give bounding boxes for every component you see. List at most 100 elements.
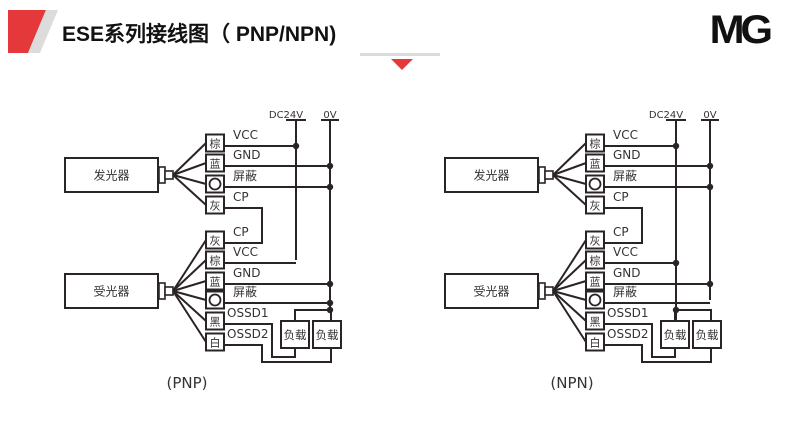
emitter-wire-color-label: 蓝 [210,158,221,171]
cp-link-wire [604,207,643,244]
receiver-signal-label: OSSD2 [607,327,649,341]
load-label-1: 负载 [284,328,307,342]
junction-dot [706,280,714,288]
receiver-wire-color-label: 棕 [590,254,601,268]
receiver-label: 受光器 [93,285,129,299]
junction-dot [326,183,334,191]
emitter-fan-wire [552,162,587,176]
junction-dot [706,183,714,191]
receiver-signal-label: GND [613,266,641,280]
emitter-fan-wire [172,142,207,176]
receiver-signal-label: VCC [613,245,638,259]
emitter-box [444,157,539,193]
receiver-box [64,273,159,309]
receiver-fan-wire [552,239,587,292]
shield-ring-icon [208,293,222,307]
emitter-signal-label: VCC [233,128,258,142]
receiver-wire-color-label: 灰 [590,234,601,248]
ossd2-wire [224,344,332,363]
load-label-1: 负载 [664,328,687,342]
emitter-signal-label: 屏蔽 [613,169,637,183]
emitter-connector-tip [544,170,554,180]
load1-common-wire [294,309,330,321]
receiver-wire-color-label: 灰 [210,234,221,248]
receiver-signal-label: OSSD1 [227,306,269,320]
emitter-fan-wire [172,174,207,206]
title-divider [360,53,440,56]
receiver-box [444,273,539,309]
emitter-wire-box-3 [205,195,225,215]
receiver-connector-body [538,282,546,300]
receiver-wire-color-label: 白 [210,336,221,350]
rail-label-dc24v: DC24V [269,110,303,121]
emitter-label: 发光器 [93,168,129,183]
header-accent [8,10,58,53]
diagram-caption: (PNP) [166,374,207,392]
junction-dot [672,142,680,150]
receiver-wire-color-label: 白 [590,336,601,350]
emitter-wire-color-label: 棕 [210,137,221,151]
emitter-connector-tip [164,170,174,180]
receiver-wire-color-label: 蓝 [210,276,221,289]
load-box-2 [312,320,342,349]
emitter-box [64,157,159,193]
diagram-caption: (NPN) [550,374,593,392]
receiver-wire-box-5 [585,332,605,352]
receiver-wire-box-2 [585,271,605,291]
emitter-wire-box-1 [205,153,225,173]
receiver-fan-wire [172,259,207,292]
receiver-signal-label: CP [613,225,629,239]
emitter-fan-wire [552,142,587,176]
brand-logo: MG [709,8,773,52]
junction-dot [672,259,680,267]
emitter-wire-box-0 [205,133,225,153]
emitter-connector-body [538,166,546,184]
load-box-1 [280,320,310,349]
emitter-wire-color-label: 灰 [210,199,221,213]
receiver-fan-wire [172,290,207,322]
receiver-fan-wire [172,280,207,292]
emitter-fan-wire [552,174,587,206]
load-box-2 [692,320,722,349]
receiver-fan-wire [172,290,207,301]
receiver-signal-label: 屏蔽 [613,285,637,299]
emitter-wire-color-label: 棕 [590,137,601,151]
junction-dot [326,299,334,307]
receiver-wire-box-1 [585,250,605,270]
junction-dot [326,280,334,288]
receiver-wire-color-label: 黑 [210,316,221,329]
receiver-signal-label: OSSD2 [227,327,269,341]
emitter-label: 发光器 [473,168,509,183]
receiver-signal-label: CP [233,225,249,239]
emitter-wire-box-3 [585,195,605,215]
emitter-fan-wire [172,162,207,176]
receiver-signal-label: VCC [233,245,258,259]
shield-ring-icon [588,293,602,307]
ossd1-wire [224,323,296,358]
receiver-wire-box-0 [205,230,225,250]
receiver-wire-box-0 [585,230,605,250]
junction-dot [326,162,334,170]
page-title: ESE系列接线图（ PNP/NPN) [62,23,337,46]
junction-dot [292,142,300,150]
ossd1-wire [604,323,676,358]
rail-label-0v: 0V [323,110,336,121]
receiver-fan-wire [552,290,587,322]
receiver-connector-tip [544,286,554,296]
receiver-fan-wire [552,280,587,292]
accent-red-stripe [8,10,46,53]
receiver-wire-color-label: 棕 [210,254,221,268]
emitter-connector-body [158,166,166,184]
receiver-fan-wire [172,290,207,343]
receiver-connector-body [158,282,166,300]
emitter-wire-color-label: 蓝 [590,158,601,171]
receiver-signal-label: 屏蔽 [233,285,257,299]
receiver-wire-box-4 [205,311,225,331]
emitter-wire-color-label: 灰 [590,199,601,213]
emitter-signal-label: CP [613,190,629,204]
receiver-wire-color-label: 蓝 [590,276,601,289]
receiver-fan-wire [552,259,587,292]
emitter-signal-label: GND [613,148,641,162]
